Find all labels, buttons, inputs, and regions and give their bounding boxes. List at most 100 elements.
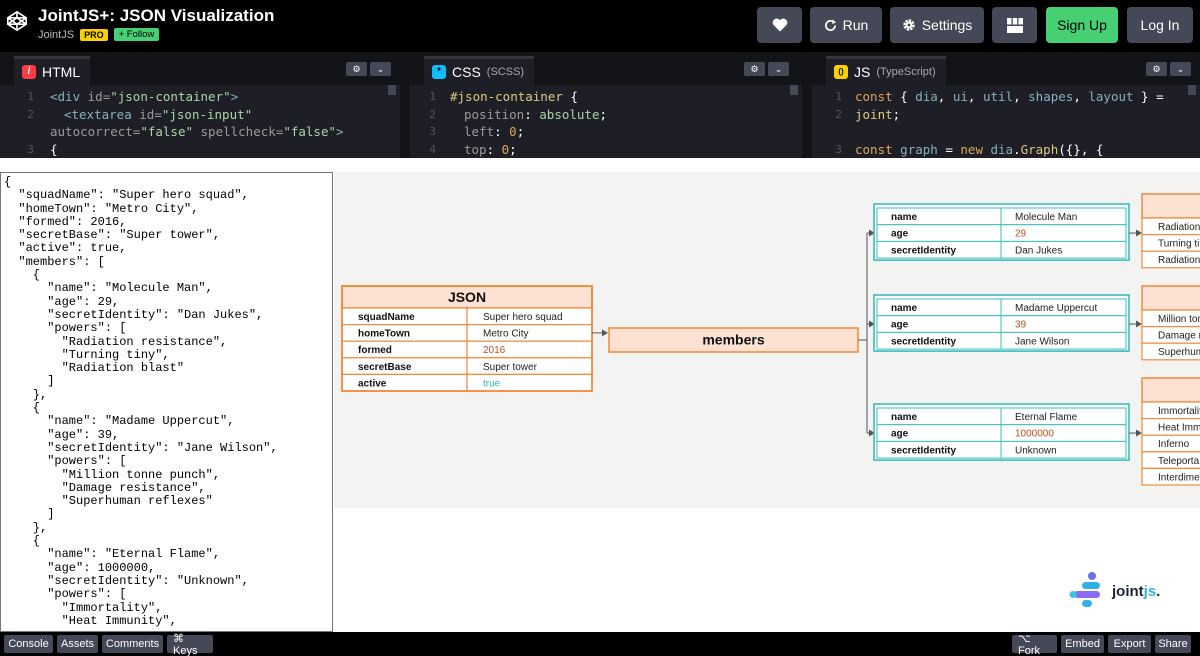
js-editor-tab[interactable]: () JS (TypeScript): [826, 56, 946, 85]
root-key: formed: [358, 345, 392, 356]
console-button[interactable]: Console: [4, 635, 53, 653]
css-editor[interactable]: * CSS (SCSS) ⚙ ⌄ 1 #json-container { 2 p…: [410, 52, 802, 158]
scrollbar[interactable]: [1188, 85, 1196, 95]
power-item: Immortality: [1158, 406, 1200, 417]
connector-arrow: [1136, 229, 1142, 237]
chevron-down-icon[interactable]: ⌄: [768, 62, 789, 76]
html-editor-tab[interactable]: / HTML: [14, 56, 91, 85]
power-item: Million ton: [1158, 314, 1200, 325]
gear-icon[interactable]: ⚙: [744, 62, 765, 76]
member-value: Madame Uppercut: [1015, 303, 1097, 314]
scrollbar[interactable]: [388, 85, 396, 95]
powers-header: [1141, 193, 1200, 219]
pro-badge: PRO: [80, 28, 108, 41]
member-key: age: [891, 320, 909, 331]
layout-button[interactable]: [992, 7, 1037, 43]
codepen-logo-icon[interactable]: [6, 10, 28, 32]
member-value-cell: [1000, 331, 1127, 350]
comments-button[interactable]: Comments: [102, 635, 163, 653]
share-button[interactable]: Share: [1155, 635, 1191, 653]
scrollbar[interactable]: [790, 85, 798, 95]
jointjs-wordmark: jointjs.: [1112, 582, 1161, 600]
root-key: squadName: [358, 312, 415, 323]
run-label: Run: [842, 17, 869, 33]
fork-button[interactable]: ⌥ Fork: [1012, 633, 1057, 656]
member-value: Jane Wilson: [1015, 336, 1069, 347]
member-key: name: [891, 412, 918, 423]
members-label: members: [702, 332, 764, 348]
css-icon: *: [432, 65, 446, 79]
css-tab-label: CSS: [452, 64, 481, 80]
member-value-cell: [1000, 440, 1127, 459]
member-value: 1000000: [1015, 429, 1054, 440]
json-input[interactable]: { "squadName": "Super hero squad", "home…: [0, 172, 333, 632]
power-item: Heat Imm: [1158, 423, 1200, 434]
login-button[interactable]: Log In: [1127, 7, 1193, 43]
gear-icon[interactable]: ⚙: [1146, 62, 1167, 76]
html-editor[interactable]: / HTML ⚙ ⌄ 1 <div id="json-container"> 2…: [0, 52, 400, 158]
root-key: secretBase: [358, 362, 412, 373]
json-root-border: [341, 285, 593, 392]
heart-button[interactable]: [757, 7, 802, 43]
html-tab-label: HTML: [42, 64, 81, 80]
jointjs-logo-icon: [1069, 572, 1100, 607]
follow-button[interactable]: + Follow: [113, 28, 160, 41]
member-value: Unknown: [1015, 445, 1057, 456]
json-diagram[interactable]: JSON squadName Super hero squad homeTown Met…: [0, 158, 1200, 632]
css-preprocessor: (SCSS): [486, 66, 525, 78]
preview-pane: { "squadName": "Super hero squad", "home…: [0, 158, 1200, 632]
power-cell: [1141, 342, 1200, 361]
json-input-text: { "squadName": "Super hero squad", "home…: [4, 175, 278, 628]
export-button[interactable]: Export: [1108, 635, 1151, 653]
root-value: Super hero squad: [483, 312, 563, 323]
root-value: Super tower: [483, 362, 538, 373]
member-key: name: [891, 212, 918, 223]
member-value: Molecule Man: [1015, 212, 1077, 223]
power-item: Damage r: [1158, 331, 1200, 342]
heart-icon: [772, 18, 787, 32]
root-value: Metro City: [483, 329, 529, 340]
pen-owner-row: JointJS PRO + Follow: [38, 28, 160, 41]
settings-button[interactable]: Settings: [890, 7, 984, 43]
connector-arrow: [869, 429, 875, 437]
member-key: secretIdentity: [891, 336, 956, 347]
chevron-down-icon[interactable]: ⌄: [370, 62, 391, 76]
member-value-cell: [1000, 240, 1127, 259]
json-root-title: JSON: [448, 289, 486, 305]
gear-icon[interactable]: ⚙: [346, 62, 367, 76]
power-item: Inferno: [1158, 439, 1190, 450]
keys-button[interactable]: ⌘ Keys: [167, 633, 213, 656]
embed-button[interactable]: Embed: [1061, 635, 1104, 653]
pen-title[interactable]: JointJS+: JSON Visualization: [38, 6, 275, 25]
root-value: true: [483, 378, 501, 389]
chevron-down-icon[interactable]: ⌄: [1170, 62, 1191, 76]
power-item: Teleporta: [1158, 456, 1200, 467]
jointjs-logo[interactable]: jointjs.: [1068, 571, 1160, 611]
js-editor[interactable]: () JS (TypeScript) ⚙ ⌄ 1 const { dia, ui…: [812, 52, 1200, 158]
connector-arrow: [869, 320, 875, 328]
assets-button[interactable]: Assets: [57, 635, 98, 653]
member-key: name: [891, 303, 918, 314]
js-preprocessor: (TypeScript): [876, 66, 936, 78]
root-key: active: [358, 378, 387, 389]
connector-arrow: [602, 329, 608, 337]
css-editor-tab[interactable]: * CSS (SCSS): [424, 56, 535, 85]
power-item: Radiation: [1158, 222, 1200, 233]
member-key: age: [891, 429, 909, 440]
pen-owner[interactable]: JointJS: [38, 28, 75, 41]
power-item: Radiation: [1158, 255, 1200, 266]
signup-button[interactable]: Sign Up: [1046, 7, 1118, 43]
connector-arrow: [869, 229, 875, 237]
connector-arrow: [1136, 320, 1142, 328]
member-value: 39: [1015, 320, 1027, 331]
power-item: Interdime: [1158, 472, 1200, 483]
power-item: Turning ti: [1158, 239, 1199, 250]
member-value: 29: [1015, 229, 1027, 240]
html-icon: /: [22, 65, 36, 79]
gear-icon: [903, 19, 915, 31]
editor-panels: / HTML ⚙ ⌄ 1 <div id="json-container"> 2…: [0, 52, 1200, 158]
run-button[interactable]: Run: [810, 7, 882, 43]
refresh-icon: [824, 18, 836, 31]
root-key: homeTown: [358, 329, 410, 340]
power-cell: [1141, 250, 1200, 269]
